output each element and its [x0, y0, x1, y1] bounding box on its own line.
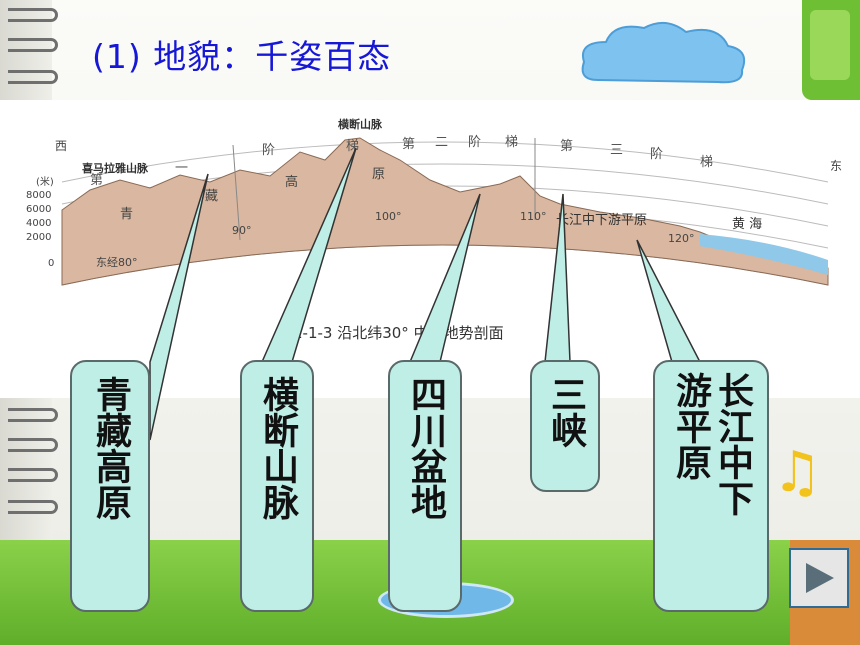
binder-ring-icon [8, 8, 58, 22]
callout-label-text: 青藏高原 [90, 376, 131, 520]
callout-label-text: 横断山脉 [257, 376, 298, 520]
callout-label-qingzang-plateau: 青藏高原 [70, 360, 150, 612]
step-label: 第 [90, 173, 103, 188]
unit-label: (米) [36, 175, 54, 188]
longitude-label: 90° [232, 224, 252, 237]
binder-ring-icon [8, 408, 58, 422]
region-char: 藏 [205, 189, 218, 204]
step-label: 第 [560, 139, 573, 154]
step-label: 梯 [700, 155, 713, 170]
elevation-tick: 8000 [26, 190, 51, 201]
longitude-label: 100° [375, 210, 402, 223]
step-label: 一 [175, 161, 188, 176]
callout-label-text: 四川盆地 [405, 376, 446, 520]
east-label: 东 [830, 159, 842, 173]
binder-ring-icon [8, 468, 58, 482]
terrain-profile-diagram: 西 东 (米) 8000 6000 4000 2000 0 喜马拉雅山脉 横断山… [26, 117, 842, 342]
west-label: 西 [55, 139, 67, 153]
step-label: 三 [610, 143, 623, 158]
elevation-tick: 6000 [26, 204, 51, 215]
sea-label: 黄 海 [732, 217, 762, 232]
step-label: 阶 [468, 135, 481, 150]
step-label: 第 [402, 137, 415, 152]
play-triangle-icon [806, 563, 834, 593]
binder-ring-icon [8, 438, 58, 452]
callout-label-text: 长江中下游平原 [670, 372, 753, 516]
longitude-label: 120° [668, 232, 695, 245]
step-label: 阶 [262, 143, 275, 158]
corner-decoration [802, 0, 860, 100]
binder-ring-icon [8, 38, 58, 52]
page-title: (1) 地貌：千姿百态 [92, 37, 392, 76]
elevation-tick: 2000 [26, 232, 51, 243]
elevation-tick: 0 [48, 258, 54, 269]
callout-label-text: 三峡 [545, 376, 586, 448]
lowland-label: 长江中下游平原 [556, 213, 647, 228]
callout-label-three-gorges: 三峡 [530, 360, 600, 492]
binder-ring-icon [8, 500, 58, 514]
music-note-icon: ♫ [772, 440, 823, 505]
longitude-label: 东经80° [96, 256, 138, 269]
step-label: 二 [435, 135, 448, 150]
region-char: 原 [372, 167, 385, 182]
callout-label-sichuan-basin: 四川盆地 [388, 360, 462, 612]
range-label: 喜马拉雅山脉 [82, 161, 149, 175]
region-char: 高 [285, 174, 298, 190]
range-label: 横断山脉 [338, 117, 383, 131]
longitude-label: 110° [520, 210, 547, 223]
next-slide-button[interactable] [789, 548, 849, 608]
elevation-tick: 4000 [26, 218, 51, 229]
callout-label-hengduan-mountains: 横断山脉 [240, 360, 314, 612]
binder-ring-icon [8, 70, 58, 84]
region-char: 青 [120, 207, 133, 222]
cloud-decoration-icon [581, 21, 746, 84]
step-label: 梯 [505, 135, 518, 150]
callout-label-yangtze-plain: 长江中下游平原 [653, 360, 769, 612]
step-label: 阶 [650, 147, 663, 162]
